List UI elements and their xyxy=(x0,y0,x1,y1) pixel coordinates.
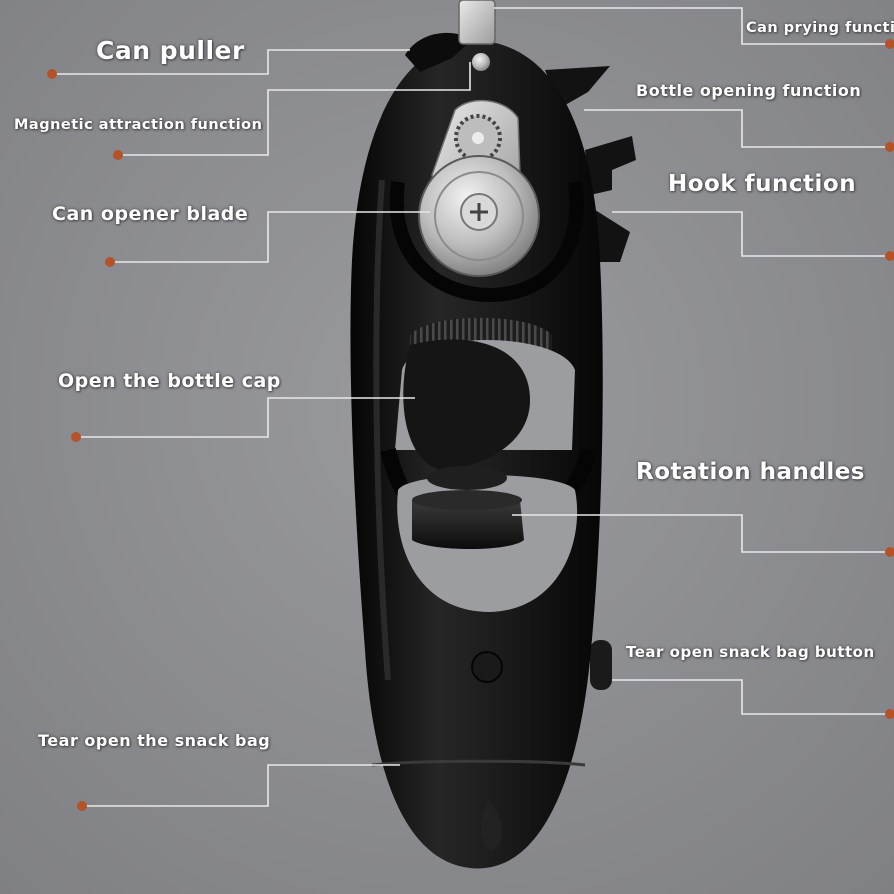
label-tear-snack-bag: Tear open the snack bag xyxy=(38,731,271,750)
bottle-cap-grip xyxy=(403,339,530,470)
dot-bottle-opening xyxy=(885,142,894,152)
dot-can-prying xyxy=(885,39,894,49)
label-open-bottle-cap: Open the bottle cap xyxy=(58,370,281,392)
label-can-opener-blade: Can opener blade xyxy=(52,203,249,225)
body-highlight xyxy=(373,179,391,681)
hook-prong xyxy=(585,136,636,195)
leader-rotation xyxy=(512,514,894,553)
leader-hook xyxy=(612,211,894,257)
dot-tear-button xyxy=(885,709,894,719)
can-prying-tip xyxy=(458,0,496,45)
label-magnetic-attraction: Magnetic attraction function xyxy=(14,117,263,133)
label-rotation-handles: Rotation handles xyxy=(636,459,865,485)
label-bottle-opening: Bottle opening function xyxy=(636,81,862,100)
leader-bottle-cap xyxy=(76,397,415,438)
leader-magnetic xyxy=(118,62,471,156)
hook-lower xyxy=(592,208,630,262)
label-hook-function: Hook function xyxy=(668,171,857,197)
magnet-dot xyxy=(472,53,490,71)
leader-tear-button xyxy=(612,679,894,715)
dot-hook xyxy=(885,251,894,261)
blade-guard xyxy=(389,181,584,303)
bottom-notch xyxy=(480,800,503,850)
label-can-puller: Can puller xyxy=(96,36,245,65)
knob-top xyxy=(427,466,507,490)
can-opener-tool xyxy=(350,0,636,869)
leader-can-puller xyxy=(52,49,410,75)
dot-can-puller xyxy=(47,69,57,79)
leader-snack-bag xyxy=(82,764,400,807)
dot-blade xyxy=(105,257,115,267)
callout-dots xyxy=(47,39,894,811)
leader-lines xyxy=(52,7,894,807)
label-tear-snack-bag-button: Tear open snack bag button xyxy=(626,643,875,661)
snack-bag-slot xyxy=(371,759,586,767)
label-can-prying: Can prying function xyxy=(746,20,894,36)
dot-rotation xyxy=(885,547,894,557)
leader-blade xyxy=(110,211,430,263)
can-puller-tab xyxy=(405,32,472,72)
side-button xyxy=(590,640,612,690)
leader-can-prying xyxy=(494,7,894,45)
tear-button xyxy=(471,651,503,683)
dot-magnetic xyxy=(113,150,123,160)
dot-snack-bag xyxy=(77,801,87,811)
rotation-knob xyxy=(412,500,524,549)
dot-bottle-cap xyxy=(71,432,81,442)
leader-bottle-opening xyxy=(584,109,894,148)
